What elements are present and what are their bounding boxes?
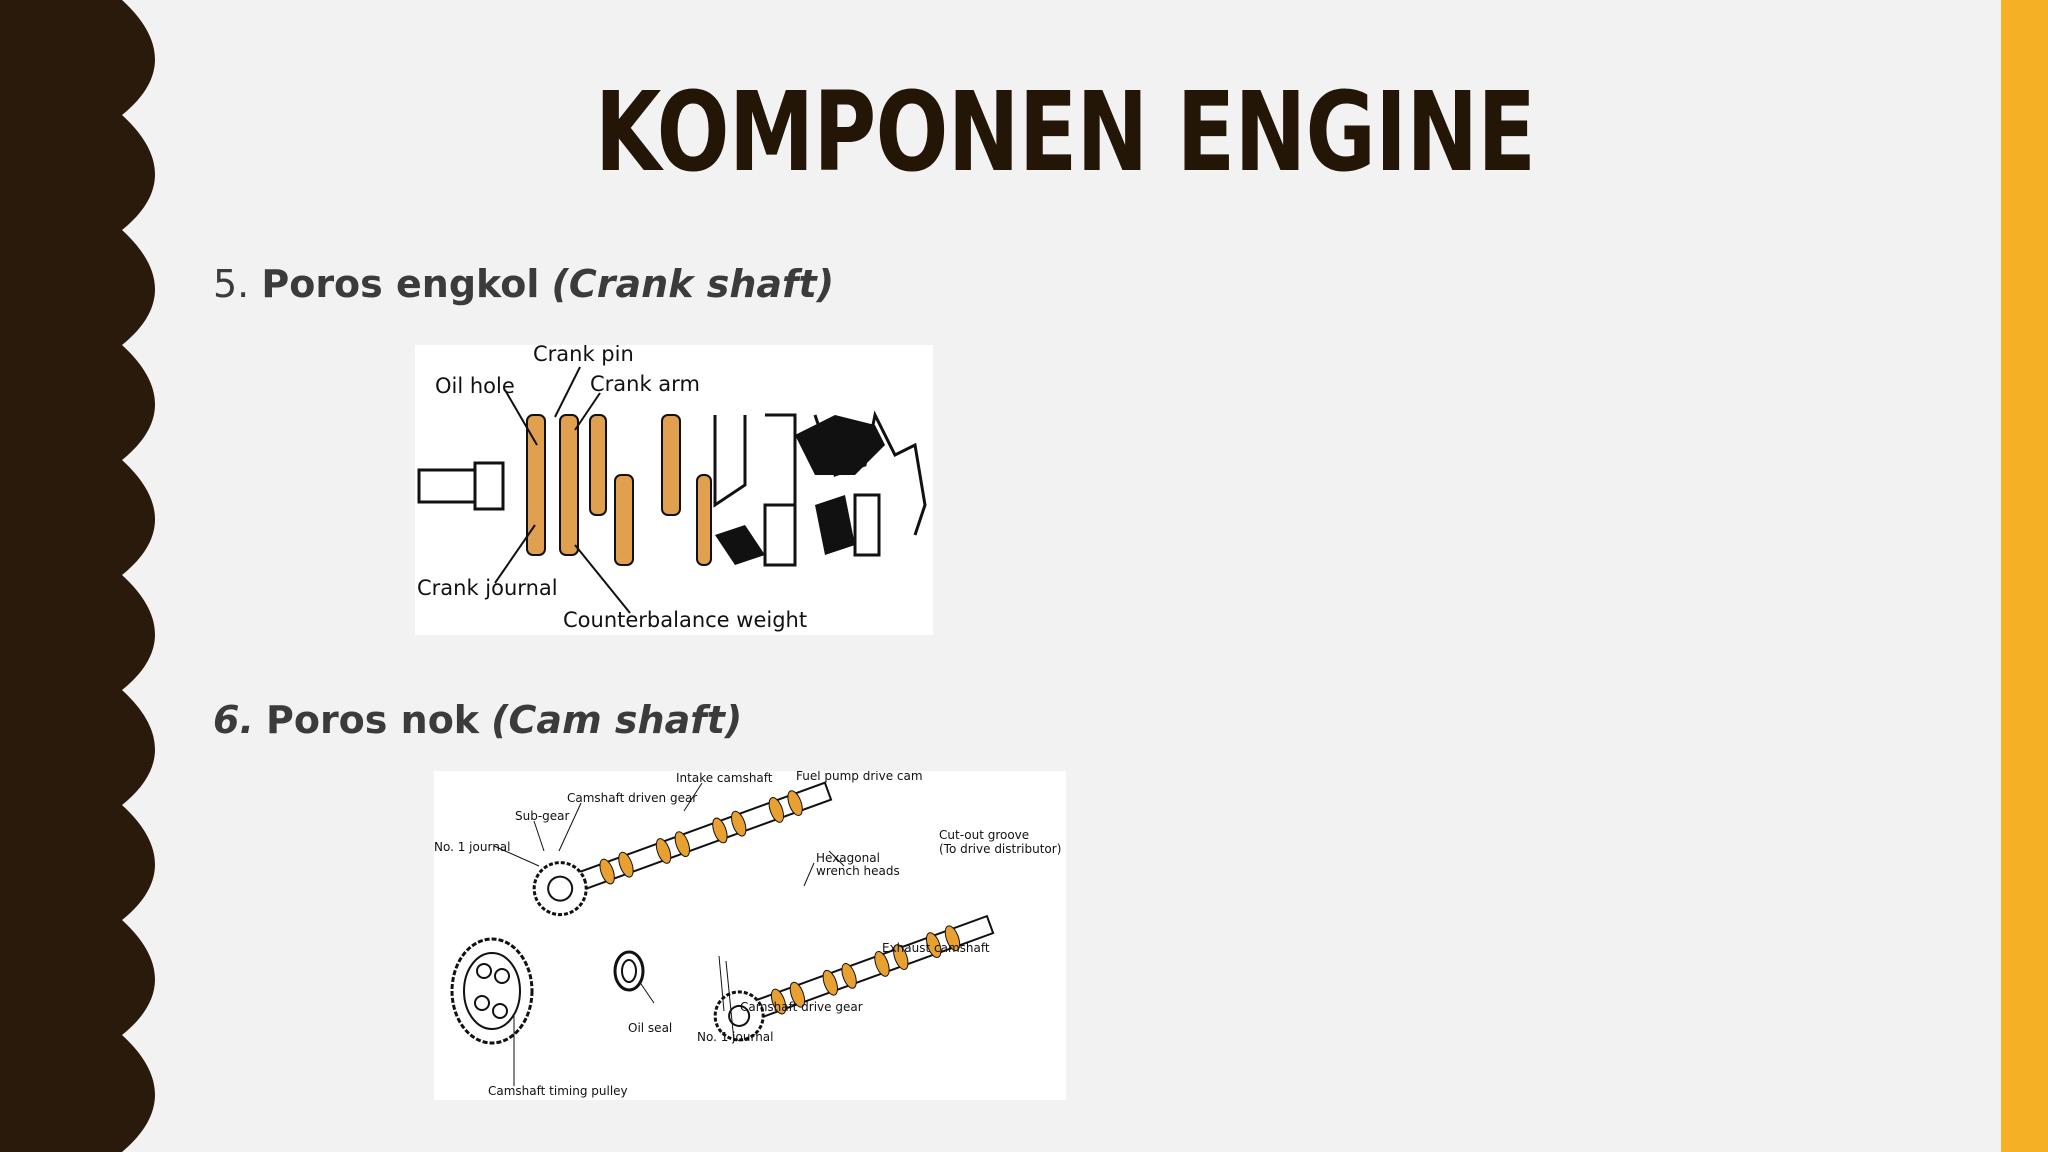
crankshaft-figure: Crank pin Oil hole Crank arm Crank journ… bbox=[415, 345, 933, 635]
label-oil-hole: Oil hole bbox=[435, 374, 515, 398]
label-counterbalance-weight: Counterbalance weight bbox=[563, 608, 807, 632]
camshaft-figure: Intake camshaft Fuel pump drive cam Cams… bbox=[434, 771, 1066, 1100]
item-name: Poros nok bbox=[265, 698, 480, 742]
label-sub-gear: Sub-gear bbox=[515, 809, 570, 823]
label-hexagonal: Hexagonal bbox=[816, 851, 880, 865]
label-fuel-pump-drive-cam: Fuel pump drive cam bbox=[796, 771, 923, 783]
item-crankshaft-heading: 5. Poros engkol (Crank shaft) bbox=[213, 262, 834, 306]
crankshaft-diagram: Crank pin Oil hole Crank arm Crank journ… bbox=[417, 345, 927, 632]
label-intake-camshaft: Intake camshaft bbox=[676, 771, 773, 785]
label-crank-journal: Crank journal bbox=[417, 576, 558, 600]
wavy-side-border bbox=[0, 0, 155, 1152]
label-no1-journal-intake: No. 1 journal bbox=[434, 840, 510, 854]
label-camshaft-timing-pulley: Camshaft timing pulley bbox=[488, 1084, 628, 1098]
item-english-name: (Crank shaft) bbox=[551, 262, 835, 306]
item-english-name: (Cam shaft) bbox=[491, 698, 743, 742]
label-cutout-groove: Cut-out groove bbox=[939, 828, 1029, 842]
label-crank-arm: Crank arm bbox=[590, 372, 700, 396]
item-name: Poros engkol bbox=[261, 262, 540, 306]
label-wrench-heads: wrench heads bbox=[816, 864, 900, 878]
item-number: 5. bbox=[213, 262, 250, 306]
accent-side-bar bbox=[2001, 0, 2048, 1152]
item-number: 6. bbox=[213, 698, 254, 742]
label-oil-seal: Oil seal bbox=[628, 1021, 672, 1035]
label-no1-journal-exhaust: No. 1 journal bbox=[697, 1030, 773, 1044]
item-camshaft-heading: 6. Poros nok (Cam shaft) bbox=[213, 698, 742, 742]
label-camshaft-drive-gear: Camshaft drive gear bbox=[740, 1000, 863, 1014]
camshaft-diagram: Intake camshaft Fuel pump drive cam Cams… bbox=[434, 771, 1061, 1098]
label-exhaust-camshaft: Exhaust camshaft bbox=[882, 941, 990, 955]
label-crank-pin: Crank pin bbox=[533, 345, 634, 366]
label-camshaft-driven-gear: Camshaft driven gear bbox=[567, 791, 697, 805]
slide-title: KOMPONEN ENGINE bbox=[594, 68, 1536, 196]
label-to-drive-distributor: (To drive distributor) bbox=[939, 842, 1061, 856]
